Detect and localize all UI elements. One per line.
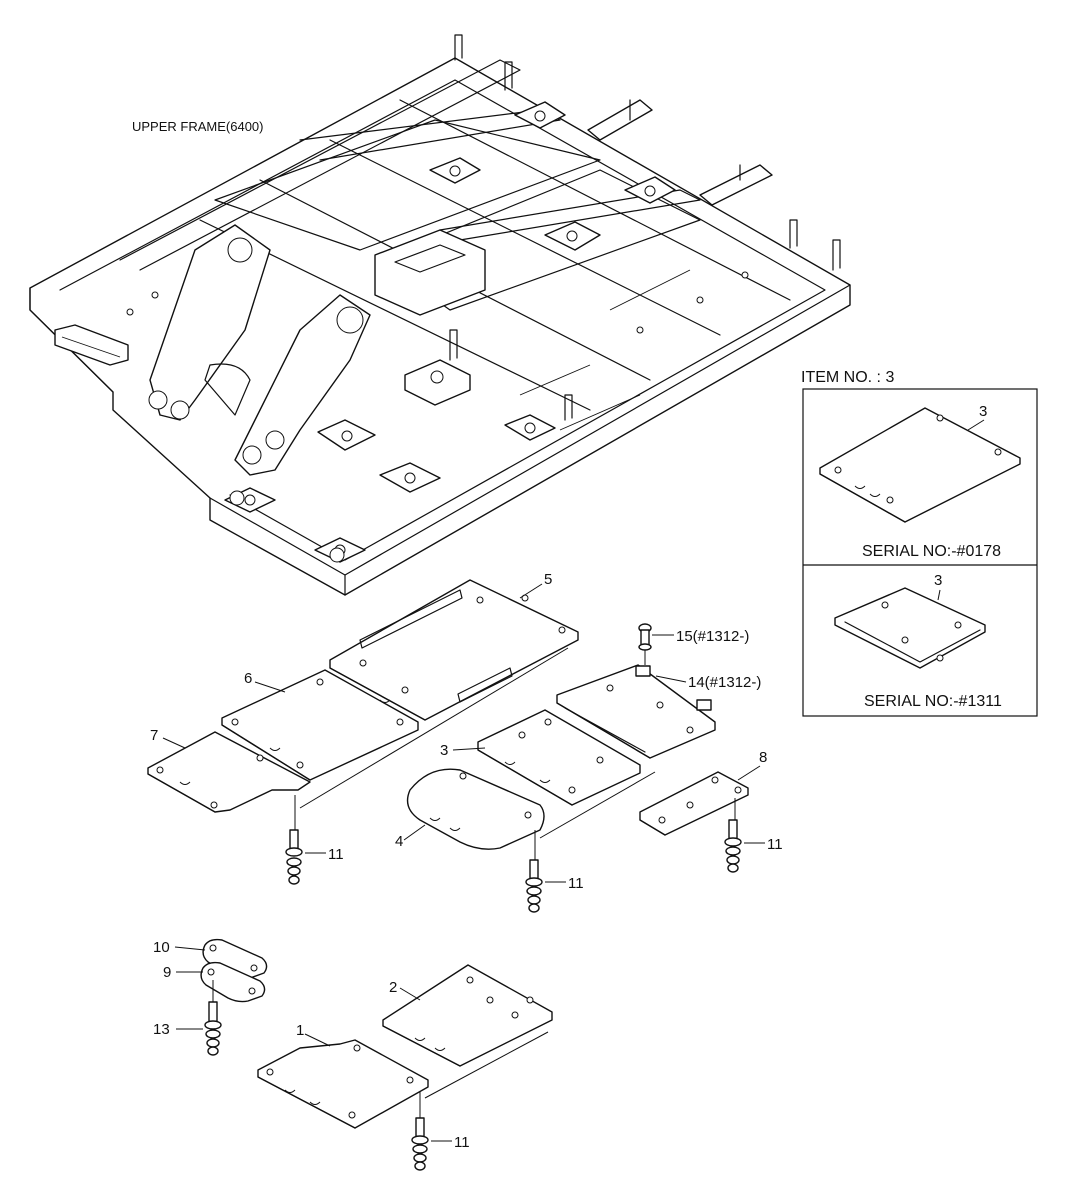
bolt-11-b <box>525 859 543 913</box>
plate-10 <box>202 938 268 980</box>
bolt-11-d <box>411 1117 429 1171</box>
plate-3-serial-0178 <box>819 407 1021 523</box>
callout-1: 1 <box>296 1022 304 1039</box>
plate-1 <box>257 1039 429 1129</box>
upper-frame <box>29 34 851 596</box>
upper-frame-label: UPPER FRAME(6400) <box>132 119 263 134</box>
callout-9: 9 <box>163 964 171 981</box>
callout-15: 15(#1312-) <box>676 628 749 645</box>
callout-11-c: 11 <box>767 836 783 853</box>
callout-4: 4 <box>395 833 403 850</box>
inset-top-serial: SERIAL NO:-#0178 <box>862 543 1001 560</box>
callout-11-a: 11 <box>328 846 344 863</box>
item-3-inset: ITEM NO. : 3 3 SERIAL NO:-#0178 3 SE <box>801 369 1038 717</box>
callout-11-b: 11 <box>568 875 584 892</box>
plate-14 <box>556 664 716 759</box>
bolt-11-a <box>285 829 303 885</box>
inset-title: ITEM NO. : 3 <box>801 369 894 386</box>
callout-13: 13 <box>153 1021 170 1038</box>
callout-3: 3 <box>440 742 448 759</box>
plate-3 <box>477 709 641 806</box>
plate-3-serial-1311 <box>834 587 986 669</box>
bolt-11-c <box>724 819 742 873</box>
plate-8 <box>639 771 749 836</box>
callout-14: 14(#1312-) <box>688 674 761 691</box>
bolt-13 <box>204 1001 222 1056</box>
bolt-15 <box>638 623 652 665</box>
plate-4 <box>406 768 545 850</box>
plate-6 <box>221 669 419 781</box>
plate-7 <box>147 731 311 813</box>
inset-bottom-item: 3 <box>934 572 942 589</box>
plate-9 <box>200 961 266 1003</box>
callout-5: 5 <box>544 571 552 588</box>
callout-2: 2 <box>389 979 397 996</box>
plate-2 <box>382 964 553 1067</box>
callout-10: 10 <box>153 939 170 956</box>
inset-top-item: 3 <box>979 403 987 420</box>
callout-8: 8 <box>759 749 767 766</box>
plate-5 <box>329 579 579 721</box>
callout-6: 6 <box>244 670 252 687</box>
callout-7: 7 <box>150 727 158 744</box>
callout-11-d: 11 <box>454 1134 470 1151</box>
inset-bottom-serial: SERIAL NO:-#1311 <box>864 693 1002 710</box>
